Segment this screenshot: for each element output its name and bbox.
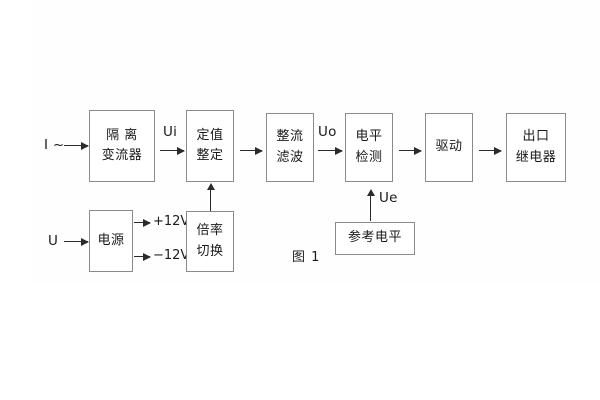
block-reference-level-line1: 参考电平 — [347, 230, 402, 246]
block-setting: 定值 整定 — [186, 110, 234, 182]
arrow-drive-to-output-relay — [479, 146, 502, 155]
block-isolation-ct-line2: 变流器 — [101, 148, 143, 163]
block-drive-line1: 驱动 — [435, 139, 463, 155]
block-drive: 驱动 — [425, 113, 473, 182]
arrow-setting-to-rectify — [240, 146, 263, 155]
block-reference-level: 参考电平 — [335, 222, 415, 255]
signal-label-ue: Ue — [379, 190, 398, 206]
arrow-rectify-to-level-detect — [318, 146, 343, 155]
block-rectify-filter: 整流 滤波 — [266, 113, 314, 182]
block-output-relay-line1: 出口 — [522, 129, 550, 145]
arrow-reference-level-to-level-detect — [366, 189, 375, 221]
signal-label-uo: Uo — [318, 124, 337, 140]
arrow-isolation-ct-to-setting — [160, 146, 185, 155]
rail-label-plus-12v: +12V — [153, 214, 190, 229]
block-power-supply-line1: 电源 — [97, 232, 125, 248]
block-output-relay-line2: 继电器 — [515, 149, 557, 165]
current-input-label: I ~ — [44, 137, 65, 153]
block-isolation-ct-line1: 隔 离 — [106, 127, 138, 143]
block-setting-line1: 定值 — [196, 127, 224, 143]
rail-label-minus-12v: −12V — [153, 248, 190, 263]
arrow-level-detect-to-drive — [399, 146, 422, 155]
block-rectify-filter-line1: 整流 — [276, 129, 304, 145]
signal-label-ui: Ui — [163, 124, 178, 140]
arrow-power-supply-minus12v — [134, 252, 151, 261]
block-multiplier-switch: 倍率 切换 — [186, 211, 234, 272]
block-level-detect-line1: 电平 — [355, 129, 383, 145]
arrow-multiplier-switch-to-setting — [206, 183, 215, 211]
block-multiplier-switch-line2: 切换 — [196, 243, 224, 259]
voltage-input-label: U — [48, 233, 59, 249]
arrow-voltage-to-power-supply — [64, 237, 89, 246]
figure-caption: 图 1 — [292, 250, 321, 265]
block-level-detect-line2: 检测 — [355, 149, 383, 165]
arrow-current-to-isolation-ct — [64, 141, 89, 150]
block-level-detect: 电平 检测 — [345, 113, 393, 182]
block-setting-line2: 整定 — [196, 148, 224, 163]
block-isolation-ct: 隔 离 变流器 — [89, 110, 155, 182]
block-multiplier-switch-line1: 倍率 — [196, 223, 224, 239]
block-power-supply: 电源 — [89, 210, 133, 272]
block-output-relay: 出口 继电器 — [506, 113, 566, 182]
arrow-power-supply-plus12v — [134, 218, 151, 227]
block-rectify-filter-line2: 滤波 — [276, 149, 304, 165]
